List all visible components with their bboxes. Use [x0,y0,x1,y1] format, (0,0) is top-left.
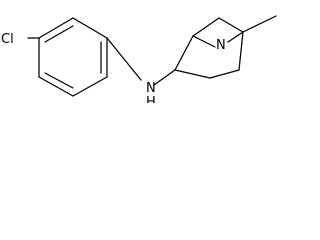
aryl-ring [38,17,108,97]
molecule-diagram: Cl N H N [1,15,277,103]
atom-label-amine-h: H [146,95,156,103]
core-bond-5 [238,31,244,71]
bicyclic-core [153,15,277,86]
core-bond-1 [153,69,176,86]
structure-canvas: Cl N H N [0,0,294,103]
aryl-amine-bond [106,37,142,81]
aryl-bond-4 [72,76,108,97]
aryl-inner-bond-3 [44,72,74,89]
core-bond-2 [174,35,194,71]
core-bond-8 [192,35,216,48]
aryl-inner-bond-1 [44,25,74,43]
core-bond-7 [174,69,211,79]
core-bond-3 [192,17,220,37]
atom-label-chlorine: Cl [1,32,14,47]
core-bond-6 [209,69,240,79]
aryl-bond-1 [38,17,74,39]
n-methyl-bond [242,15,277,33]
atom-label-bridge-n: N [216,38,226,53]
atom-label-amine-n: N [146,81,156,96]
aryl-bond-5 [38,76,74,97]
core-bond-9 [227,31,244,43]
core-bond-4 [218,17,244,33]
aryl-bond-2 [72,17,108,39]
